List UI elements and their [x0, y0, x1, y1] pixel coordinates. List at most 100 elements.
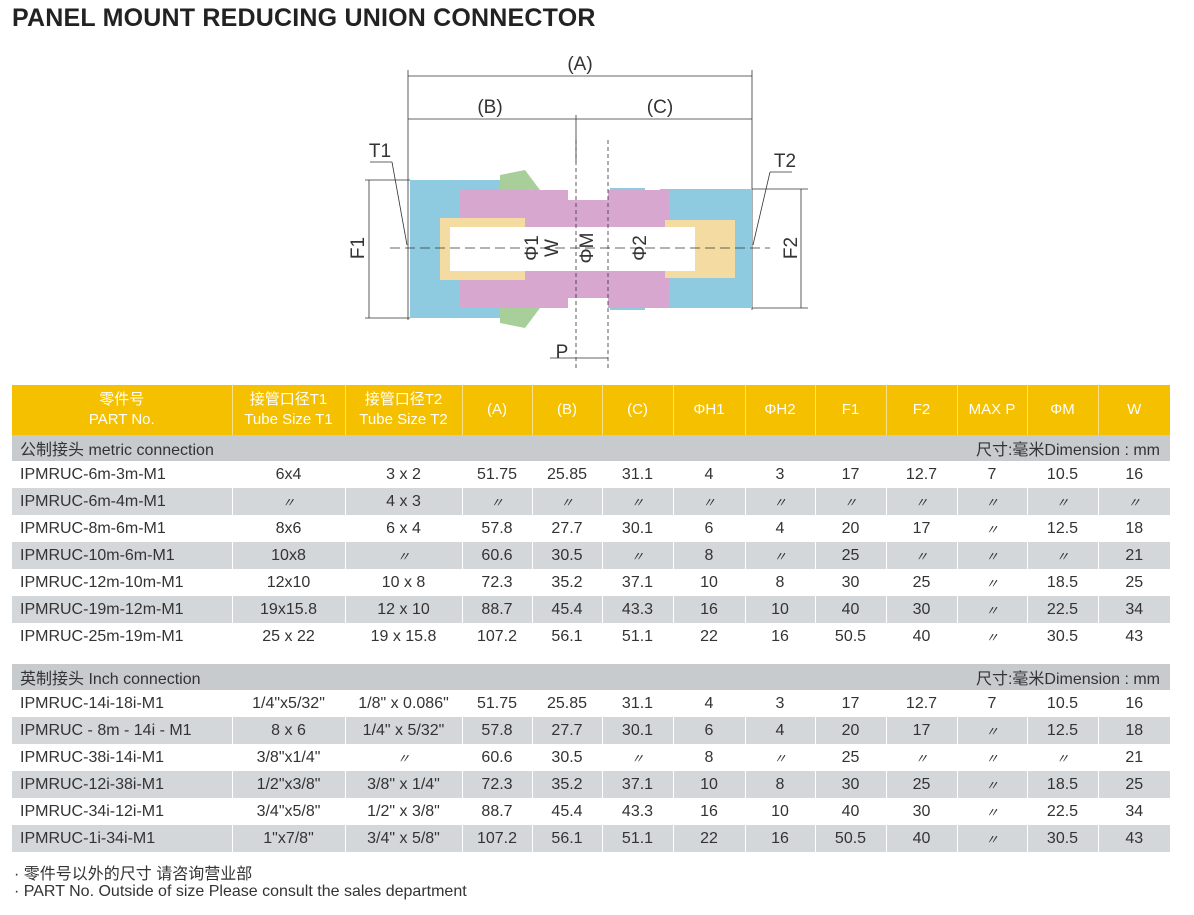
part-number-cell: IPMRUC-8m-6m-M1 — [20, 519, 166, 537]
f1-label: F1 — [348, 237, 369, 259]
table-cell: 7 — [956, 690, 1027, 717]
column-header-text: (B) — [557, 401, 577, 418]
table-cell: 10 — [672, 569, 745, 596]
table-cell: 8 — [672, 542, 745, 569]
table-cell: 30.5 — [531, 542, 602, 569]
column-header: ΦH1 — [672, 385, 745, 435]
table-cell: 10.5 — [1026, 461, 1098, 488]
table-cell: 3 x 2 — [344, 461, 462, 488]
table-cell: 4 — [672, 690, 745, 717]
table-cell: 30 — [814, 771, 886, 798]
table-cell: 4 — [672, 461, 745, 488]
table-cell: 60.6 — [461, 744, 532, 771]
table-cell: 30 — [885, 798, 957, 825]
table-cell: 〃 — [956, 569, 1027, 596]
table-cell: 107.2 — [461, 623, 532, 650]
table-cell: 34 — [1097, 596, 1170, 623]
table-cell: 3/8" x 1/4" — [344, 771, 462, 798]
phi1-label: Φ1 — [522, 235, 543, 261]
table-cell: 12x10 — [231, 569, 345, 596]
t1-label: T1 — [369, 141, 391, 162]
table-cell: 4 x 3 — [344, 488, 462, 515]
table-cell: 18 — [1097, 717, 1170, 744]
table-cell: 〃 — [601, 542, 673, 569]
table-cell: 20 — [814, 717, 886, 744]
section-unit: 尺寸:毫米Dimension : mm — [975, 442, 1160, 459]
table-cell: 〃 — [956, 596, 1027, 623]
table-cell: 22.5 — [1026, 798, 1098, 825]
column-header: (C) — [601, 385, 673, 435]
table-cell: 107.2 — [461, 825, 532, 852]
table-cell: 〃 — [601, 744, 673, 771]
table-cell: 16 — [744, 623, 815, 650]
spacer-row — [12, 650, 1170, 664]
column-header-text: PART No. — [88, 411, 155, 428]
table-cell: 51.1 — [601, 623, 673, 650]
table-cell: 30.1 — [601, 515, 673, 542]
part-number-cell: IPMRUC-1i-34i-M1 — [12, 825, 232, 852]
column-header-text: (C) — [627, 401, 648, 418]
table-cell: 〃 — [956, 515, 1027, 542]
table-cell: 〃 — [344, 542, 462, 569]
column-header: 零件号 PART No. — [12, 385, 232, 435]
table-cell: 10.5 — [1026, 690, 1098, 717]
table-cell: 〃 — [1097, 488, 1170, 515]
dim-b-label: (B) — [477, 97, 502, 118]
table-cell: 10 — [744, 596, 815, 623]
table-cell: 25 — [814, 542, 886, 569]
column-header: F1 — [814, 385, 886, 435]
table-cell: 22.5 — [1026, 596, 1098, 623]
table-cell: 25 — [1097, 569, 1170, 596]
table-cell: 35.2 — [531, 569, 602, 596]
part-number-cell: IPMRUC-12m-10m-M1 — [20, 573, 184, 591]
table-cell: 22 — [672, 623, 745, 650]
table-cell: 〃 — [744, 488, 815, 515]
phim-label: ΦM — [577, 233, 598, 264]
table-cell: 35.2 — [531, 771, 602, 798]
part-number-cell: IPMRUC-38i-14i-M1 — [20, 748, 165, 766]
column-header: (A) — [461, 385, 532, 435]
table-cell: 88.7 — [461, 596, 532, 623]
connector-diagram: (A) (B) (C) T1 T2 P F1 F2 Φ1 W ΦM Φ2 — [348, 54, 808, 370]
part-number-cell: IPMRUC-25m-19m-M1 — [20, 627, 184, 645]
table-cell: 〃 — [231, 488, 345, 515]
table-cell: 25.85 — [531, 461, 602, 488]
table-cell: 88.7 — [461, 798, 532, 825]
table-cell: 〃 — [672, 488, 745, 515]
column-header-text: MAX P — [968, 401, 1016, 418]
column-header-text: ΦH2 — [764, 401, 796, 418]
column-header-text: 零件号 — [99, 391, 145, 408]
table-cell: 〃 — [461, 488, 532, 515]
table-cell: 18 — [1097, 515, 1170, 542]
table-cell: 25.85 — [531, 690, 602, 717]
table-cell: 〃 — [531, 488, 602, 515]
table-cell: 40 — [814, 798, 886, 825]
table-cell: 34 — [1097, 798, 1170, 825]
table-cell: 60.6 — [461, 542, 532, 569]
table-cell: 10x8 — [231, 542, 345, 569]
table-cell: 27.7 — [531, 515, 602, 542]
table-cell: 37.1 — [601, 771, 673, 798]
column-header-text: 接管口径T1 — [249, 391, 328, 408]
part-number-cell: IPMRUC-6m-3m-M1 — [20, 465, 166, 483]
table-cell: 21 — [1097, 542, 1170, 569]
table-cell: 25 — [885, 771, 957, 798]
table-cell: 3/8"x1/4" — [231, 744, 345, 771]
table-cell: 〃 — [885, 488, 957, 515]
table-cell: 17 — [814, 461, 886, 488]
table-cell: 〃 — [956, 744, 1027, 771]
dim-a-label: (A) — [567, 54, 592, 75]
w-label: W — [542, 239, 563, 257]
table-cell: 18.5 — [1026, 569, 1098, 596]
table-cell: 〃 — [956, 825, 1027, 852]
